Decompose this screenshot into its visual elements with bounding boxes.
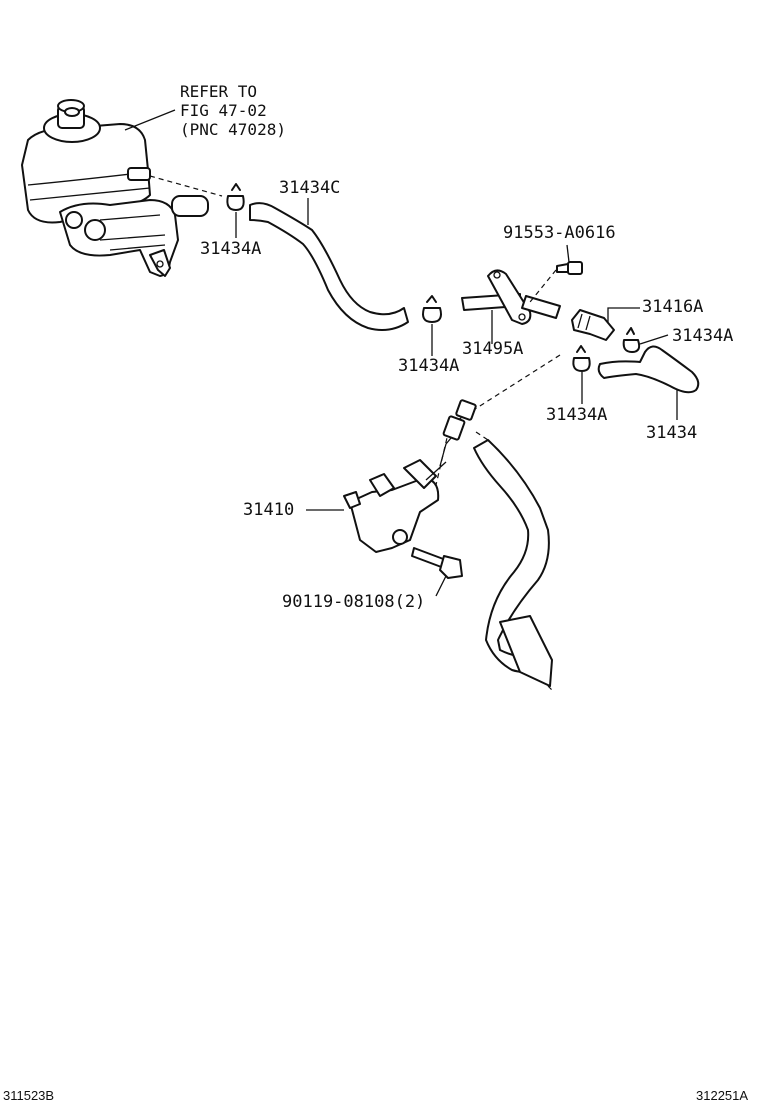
reference-note-line-2: FIG 47-02 — [180, 101, 267, 120]
bolt-to-bracket-line — [529, 269, 557, 303]
label-hose-lower: 31434 — [646, 423, 698, 443]
cylinder-bolt — [411, 547, 463, 579]
reservoir-to-hose-line — [149, 175, 223, 197]
label-pipe-bracket: 31495A — [462, 339, 524, 359]
footer-left-code: 311523B — [3, 1088, 55, 1103]
reference-note-line-3: (PNC 47028) — [180, 120, 286, 139]
hose-clip-reservoir — [226, 183, 245, 211]
label-clip-lower-right: 31434A — [546, 405, 608, 425]
label-hose-upper: 31434C — [279, 178, 341, 198]
label-cylinder-bolt: 90119-08108(2) — [282, 592, 426, 612]
brake-reservoir-assembly — [21, 99, 209, 277]
reference-note-line-1: REFER TO — [180, 82, 258, 101]
hose-clip-middle — [422, 295, 442, 323]
leader-lines — [124, 109, 678, 597]
hose-union — [571, 309, 615, 341]
clutch-pedal — [473, 431, 553, 691]
hose-clip-right — [622, 327, 641, 353]
hose-clip-lower-right — [572, 345, 591, 372]
footer-right-code: 312251A — [696, 1088, 749, 1103]
label-clip-middle: 31434A — [398, 356, 460, 376]
clutch-master-cylinder — [343, 399, 477, 553]
label-clip-reservoir: 31434A — [200, 239, 262, 259]
bracket-bolt — [556, 261, 583, 275]
label-bracket-bolt: 91553-A0616 — [503, 223, 616, 243]
label-clip-right: 31434A — [672, 326, 734, 346]
hose-upper — [249, 202, 409, 331]
hose-lower — [597, 345, 700, 394]
label-union-pipe: 31416A — [642, 297, 704, 317]
label-master-cylinder: 31410 — [243, 500, 295, 520]
pipe-bracket — [461, 269, 561, 325]
